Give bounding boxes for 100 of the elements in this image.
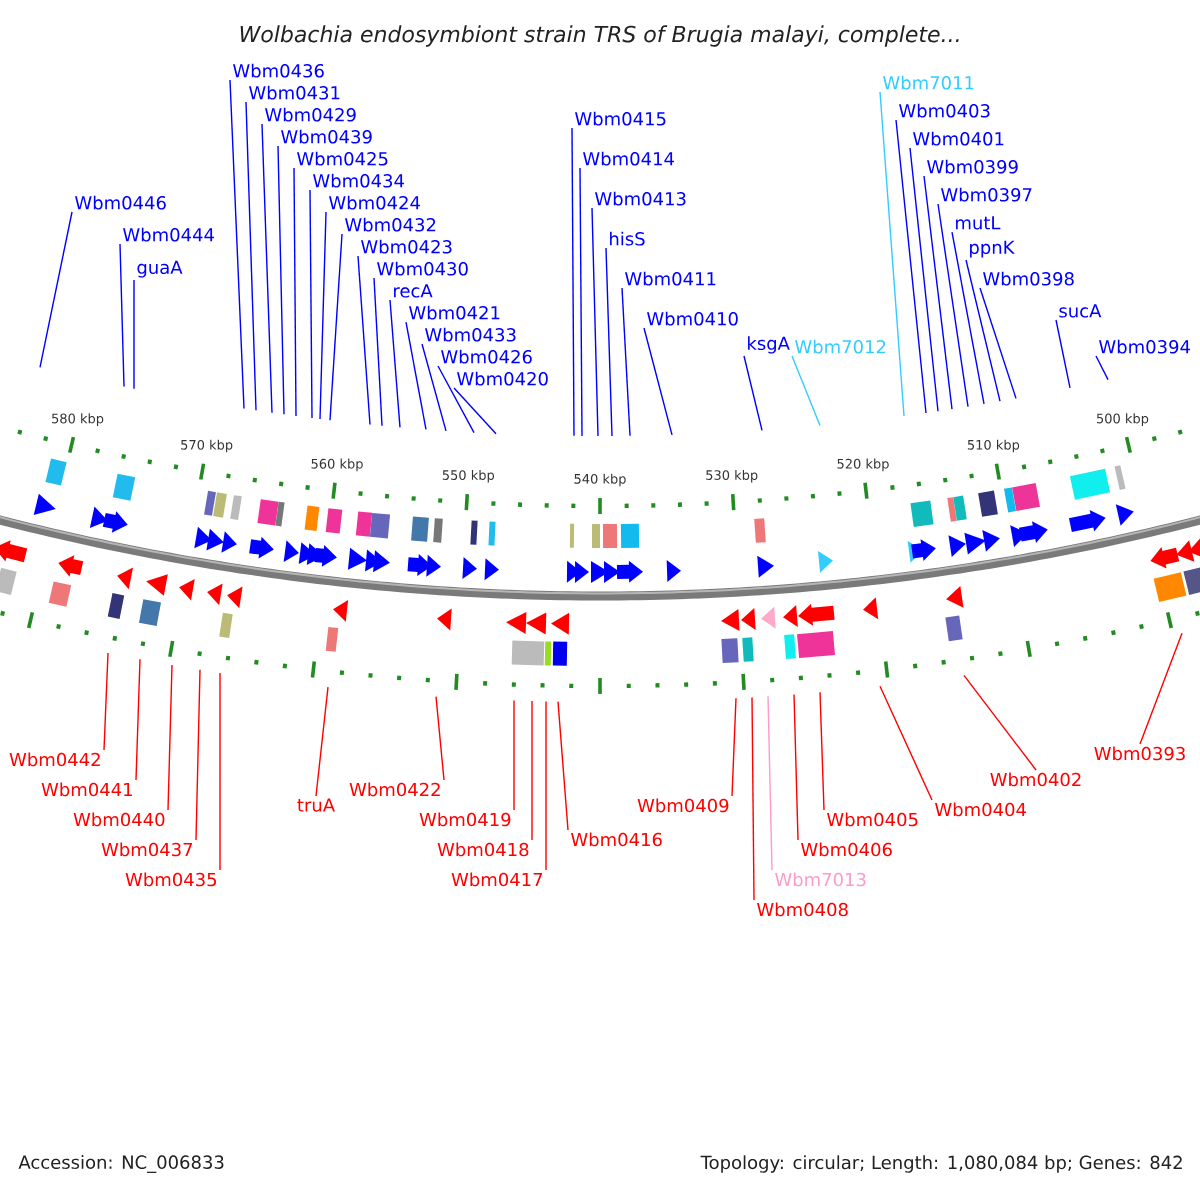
gene-label: Wbm0401 (913, 131, 1004, 146)
gene-label: Wbm0399 (927, 159, 1018, 174)
leader-line (909, 147, 939, 412)
leader-line (643, 327, 673, 436)
gene-label: Wbm0431 (249, 85, 340, 100)
gene-label: Wbm0393 (1094, 746, 1185, 761)
leader-line (315, 686, 329, 797)
gene-label: Wbm0420 (457, 371, 548, 386)
leader-line (135, 658, 141, 781)
leader-line (965, 259, 1001, 402)
leader-line (435, 695, 445, 781)
gene-label: Wbm0398 (983, 271, 1074, 286)
leader-line (545, 700, 547, 871)
leader-line (103, 652, 109, 751)
gene-label: recA (394, 284, 433, 298)
gene-label: Wbm0405 (827, 812, 918, 827)
leader-line (751, 696, 755, 901)
leader-line (979, 287, 1017, 400)
leader-line (531, 700, 533, 841)
gene-label: ksgA (748, 336, 790, 354)
leader-line (329, 233, 343, 421)
leader-line (879, 685, 933, 801)
leader-line (1095, 355, 1109, 381)
gene-label: Wbm7011 (883, 75, 974, 90)
leader-line (229, 79, 245, 410)
gene-label: Wbm0411 (625, 271, 716, 286)
leader-line (793, 693, 799, 841)
gene-label: Wbm0404 (935, 802, 1026, 817)
gene-label: Wbm0422 (349, 782, 440, 797)
gene-label: guaA (137, 260, 183, 278)
gene-label: Wbm0439 (281, 129, 372, 144)
gene-label: Wbm0402 (990, 772, 1081, 787)
leader-line (133, 279, 135, 390)
leader-line (1139, 632, 1183, 745)
gene-label: Wbm0444 (123, 227, 214, 242)
footer-text: Topology: circular; Length: 1,080,084 bp; Genes: 842 (700, 1155, 1182, 1173)
gene-label: Wbm0442 (9, 752, 100, 767)
title: Wolbachia endosymbiont strain TRS of Brugia malayi, complete... (240, 25, 959, 47)
gene-label: Wbm0414 (583, 151, 674, 166)
gene-label: Wbm0436 (233, 63, 324, 78)
leader-line (557, 700, 569, 831)
leader-line (357, 255, 371, 426)
leader-line (119, 243, 125, 388)
leader-line (1055, 319, 1071, 389)
leader-line (571, 127, 575, 437)
leader-line (219, 672, 221, 871)
leader-line (245, 101, 257, 412)
footer-text: Accession: NC_006833 (18, 1155, 224, 1173)
gene-label: Wbm0426 (441, 349, 532, 364)
leader-line (437, 365, 475, 434)
leader-line (405, 321, 427, 431)
gene-label: Wbm7013 (775, 872, 866, 887)
gene-label: Wbm0397 (941, 187, 1032, 202)
gene-label: Wbm0435 (125, 872, 216, 887)
leader-line (513, 699, 515, 811)
leader-line (591, 207, 599, 437)
gene-label: Wbm0417 (451, 872, 543, 887)
leader-line (605, 247, 613, 437)
leader-line (743, 355, 763, 432)
leader-line (767, 695, 773, 871)
leader-line (319, 211, 327, 420)
leader-line (261, 123, 273, 414)
gene-label: truA (297, 798, 335, 812)
leader-line (389, 299, 401, 429)
gene-label: Wbm0408 (757, 902, 848, 917)
gene-label: Wbm0410 (647, 311, 738, 326)
gene-label: Wbm0403 (899, 103, 990, 118)
gene-label: ppnK (970, 240, 1015, 258)
gene-label: Wbm0418 (437, 842, 529, 857)
leader-line (373, 277, 383, 427)
gene-label: Wbm0416 (571, 832, 662, 847)
gene-label: Wbm0446 (75, 195, 166, 210)
gene-label: Wbm0423 (361, 239, 452, 254)
leader-line (923, 175, 953, 410)
gene-label: Wbm0441 (41, 782, 132, 797)
leader-line (879, 91, 905, 417)
gene-label: Wbm7012 (795, 339, 886, 354)
leader-line (963, 674, 1037, 771)
leader-line (293, 167, 297, 417)
gene-label: Wbm0421 (409, 305, 500, 320)
gene-label: Wbm0437 (101, 842, 193, 857)
gene-label: Wbm0413 (595, 191, 686, 206)
gene-label: Wbm0430 (377, 261, 468, 276)
leader-line (579, 167, 583, 437)
gene-label: Wbm0406 (801, 842, 892, 857)
gene-label: Wbm0429 (265, 107, 356, 122)
leader-line (39, 211, 73, 368)
gene-label: Wbm0409 (637, 798, 729, 813)
gene-label: Wbm0394 (1099, 339, 1190, 354)
gene-label: sucA (1059, 304, 1102, 318)
leader-line (277, 145, 285, 416)
leader-line (937, 203, 969, 408)
gene-label: Wbm0419 (419, 812, 511, 827)
gene-label: Wbm0434 (313, 173, 404, 188)
gene-label: mutL (956, 216, 1001, 230)
gene-label: Wbm0432 (345, 217, 436, 232)
leader-line (453, 387, 497, 435)
leader-line (819, 691, 825, 811)
gene-label: Wbm0433 (425, 327, 516, 342)
leader-line (167, 664, 173, 811)
